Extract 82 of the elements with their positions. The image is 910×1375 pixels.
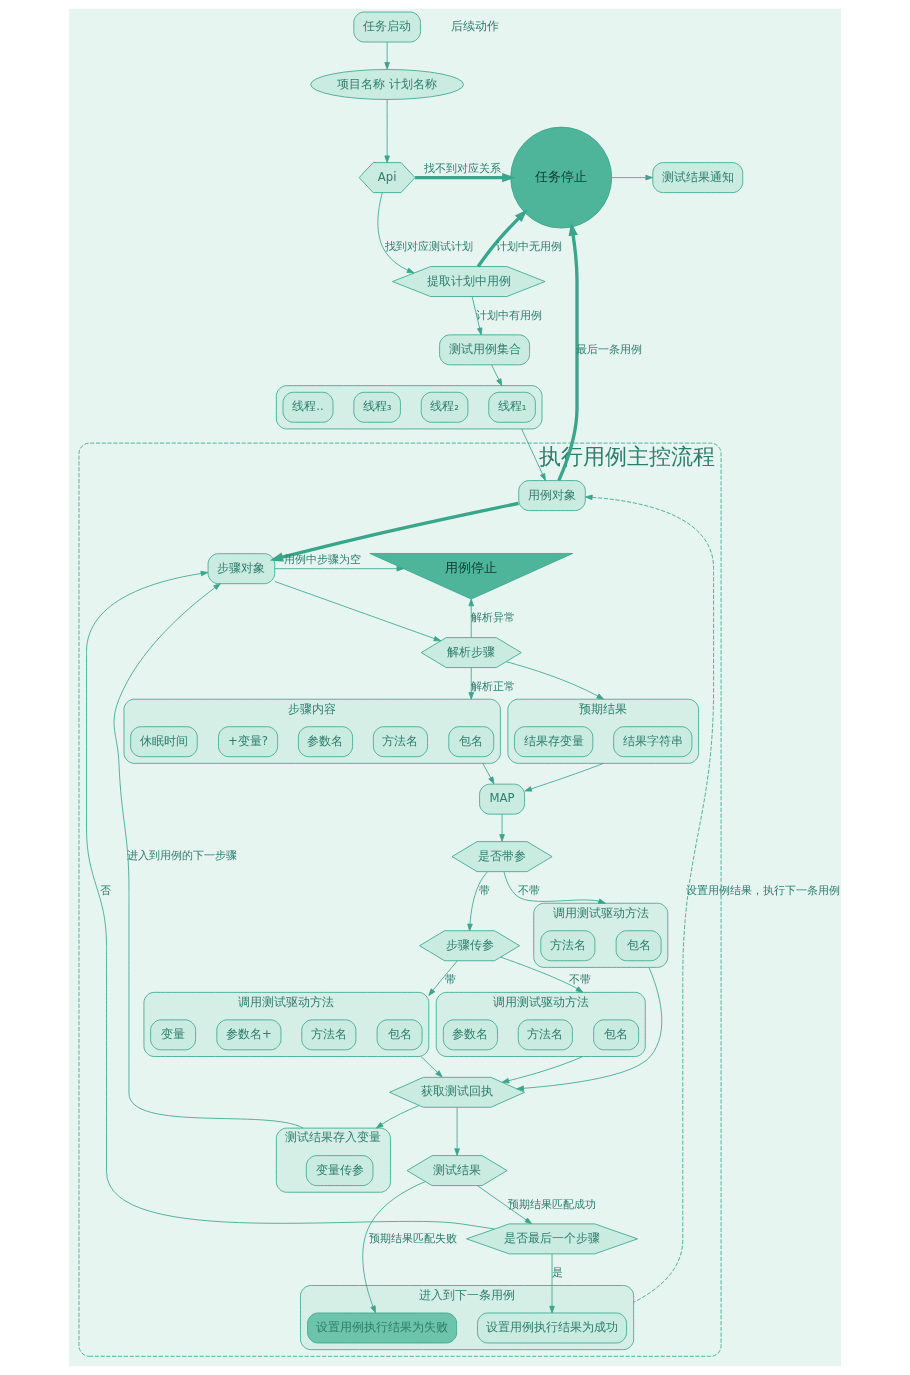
arrow xyxy=(468,598,474,638)
cluster xyxy=(275,385,543,430)
arrow xyxy=(477,1185,533,1225)
edge-label: 预期结果匹配成功 xyxy=(508,1197,597,1211)
arrow xyxy=(503,871,606,904)
node-box: 方法名 xyxy=(517,1019,573,1051)
edge-label: 否 xyxy=(99,883,111,897)
arrow xyxy=(467,871,488,932)
node-box: 方法名 xyxy=(540,930,596,962)
arrow xyxy=(454,1107,460,1156)
node-box: 线程₂ xyxy=(420,391,469,423)
arrow xyxy=(585,494,714,1303)
arrow xyxy=(500,956,584,993)
arrow xyxy=(557,222,579,482)
edge-label: 带 xyxy=(445,972,457,986)
arrow xyxy=(482,762,495,785)
node-box: 设置用例执行结果为成功 xyxy=(477,1312,627,1344)
node-box: 变量 xyxy=(150,1019,196,1051)
arrow xyxy=(549,1253,555,1314)
node-box: 结果存变量 xyxy=(514,726,594,758)
arrow xyxy=(524,762,605,792)
arrow xyxy=(468,667,474,700)
arrow xyxy=(86,570,495,1230)
node-box: 包名 xyxy=(448,726,495,758)
node-box: 任务启动 xyxy=(353,11,421,43)
arrow xyxy=(505,661,605,700)
arrow xyxy=(377,192,415,274)
node-box: 线程₁ xyxy=(488,391,536,423)
arrow xyxy=(476,209,528,268)
arrow xyxy=(362,1181,426,1314)
edge-label: 进入到用例的下一步骤 xyxy=(127,849,238,863)
node-box: +变量? xyxy=(218,726,279,758)
node-box: 方法名 xyxy=(372,726,428,758)
node-box: 测试用例集合 xyxy=(439,334,530,366)
arrow xyxy=(274,565,405,572)
arrow xyxy=(521,428,546,481)
node-box: 线程.. xyxy=(282,391,334,423)
node-box: 休眠时间 xyxy=(130,726,198,758)
arrow xyxy=(269,501,519,562)
node-ellipse: 项目名称 计划名称 xyxy=(310,69,464,100)
arrow xyxy=(375,1105,420,1129)
arrow xyxy=(428,960,458,996)
node-box: 方法名 xyxy=(301,1019,357,1051)
node-box: 设置用例执行结果为失败 xyxy=(307,1312,458,1344)
edge-label: 计划中无用例 xyxy=(496,240,563,254)
node-box: 包名 xyxy=(615,930,662,962)
arrow xyxy=(499,813,505,842)
edge-label: 找到对应测试计划 xyxy=(385,240,474,254)
arrow xyxy=(274,581,442,642)
arrow xyxy=(384,99,390,163)
edge-label: 找不到对应关系 xyxy=(424,162,502,176)
arrow xyxy=(415,172,516,183)
edge-label: 计划中有用例 xyxy=(476,308,543,322)
node-box: 包名 xyxy=(376,1019,423,1051)
edge-label: 用例中步骤为空 xyxy=(283,553,361,567)
arrow xyxy=(491,364,503,387)
node-box: 步骤对象 xyxy=(207,553,276,585)
edge-label: 解析正常 xyxy=(470,679,515,693)
edge-label: 设置用例结果，执行下一条用例 xyxy=(686,883,841,897)
edge-label: 是 xyxy=(551,1265,563,1279)
node-box: 参数名 xyxy=(298,726,353,758)
label: 后续动作 xyxy=(450,19,499,34)
node-box: 用例对象 xyxy=(518,480,586,511)
edge-label: 不带 xyxy=(517,883,540,897)
edge-label: 预期结果匹配失败 xyxy=(369,1231,458,1245)
edge-label: 带 xyxy=(478,883,490,897)
node-box: 变量传参 xyxy=(305,1155,374,1186)
node-box: 测试结果通知 xyxy=(652,162,744,193)
edge-label: 不带 xyxy=(569,972,592,986)
arrow xyxy=(420,1056,443,1078)
arrow xyxy=(113,583,304,1129)
node-box: 包名 xyxy=(593,1019,640,1051)
node-circle: 任务停止 xyxy=(510,126,613,229)
node-box: MAP xyxy=(479,783,525,815)
node-box: 线程₃ xyxy=(353,391,401,423)
arrow xyxy=(611,174,653,181)
node-box: 参数名+ xyxy=(216,1019,282,1051)
node-box: 参数名 xyxy=(442,1019,498,1051)
arrow xyxy=(384,41,390,70)
node-box: 结果字符串 xyxy=(613,726,693,758)
arrow xyxy=(501,1056,584,1084)
arrow xyxy=(471,296,483,336)
